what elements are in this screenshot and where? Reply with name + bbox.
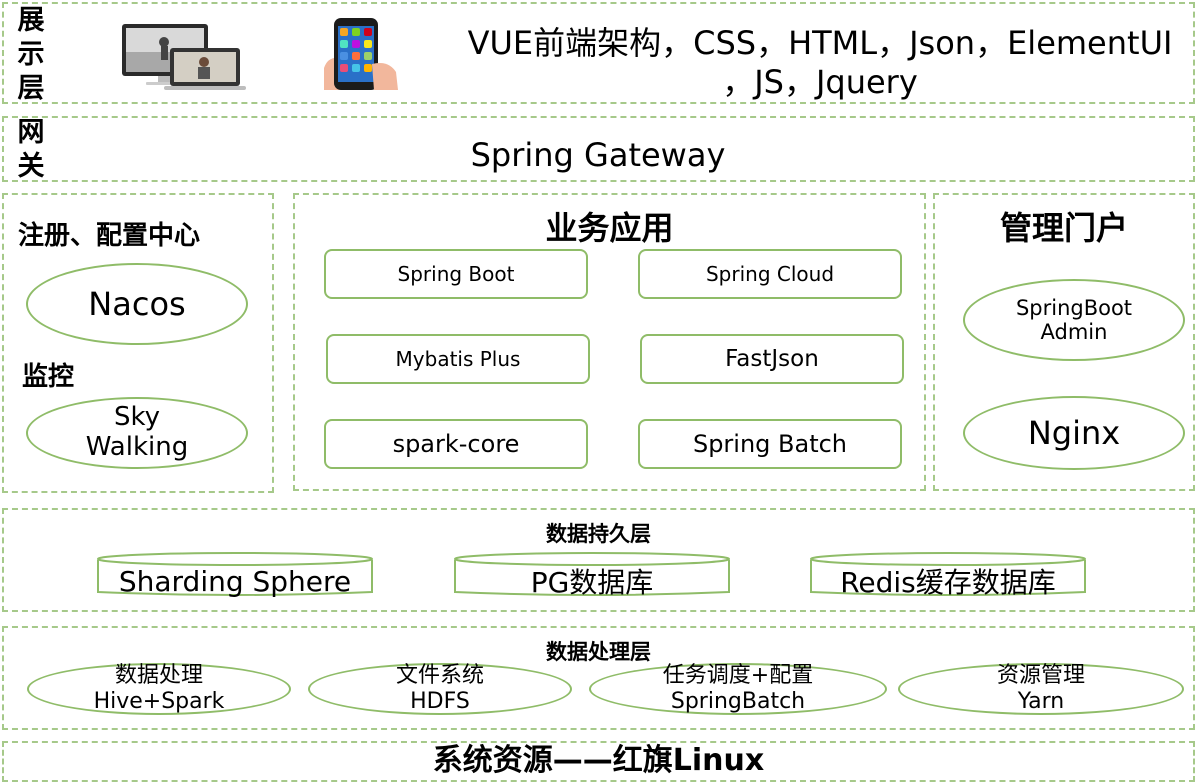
presentation-text-line1: VUE前端架构，CSS，HTML，Json，ElementUI: [467, 24, 1173, 62]
gateway-layer: [2, 116, 1195, 182]
yarn-node: 资源管理 Yarn: [898, 663, 1184, 715]
springbatch-scheduler-label: 任务调度+配置 SpringBatch: [662, 662, 814, 714]
spark-core-node: spark-core: [324, 419, 588, 469]
system-resource-layer: [2, 741, 1195, 782]
desktop-laptop-icon: [118, 22, 248, 92]
gateway-text: Spring Gateway: [470, 136, 726, 174]
sharding-sphere-db: Sharding Sphere: [96, 550, 374, 598]
redis-db-label: Redis缓存数据库: [840, 566, 1056, 599]
registry-title: 注册、配置中心: [18, 221, 201, 251]
pg-db: PG数据库: [453, 550, 731, 599]
presentation-text-line2: ，JS，Jquery: [722, 63, 918, 101]
business-title: 业务应用: [545, 209, 674, 247]
presentation-layer-label: 展 示 层: [14, 4, 48, 106]
yarn-label: 资源管理 Yarn: [996, 662, 1085, 714]
label-char: 示: [17, 39, 45, 70]
system-resource-text: 系统资源——红旗Linux: [432, 743, 765, 778]
portal-title: 管理门户: [999, 209, 1128, 247]
presentation-layer: [2, 2, 1195, 104]
label-char: 关: [17, 151, 45, 182]
hdfs-label: 文件系统 HDFS: [395, 662, 484, 714]
nacos-label: Nacos: [88, 284, 186, 323]
presentation-tech-text: VUE前端架构，CSS，HTML，Json，ElementUI ，JS，Jque…: [462, 24, 1178, 102]
sharding-sphere-label: Sharding Sphere: [118, 564, 352, 598]
springboot-admin-node: SpringBoot Admin: [963, 279, 1185, 361]
processing-title: 数据处理层: [546, 640, 651, 664]
label-char: 网: [17, 117, 45, 148]
processing-layer: [2, 626, 1195, 730]
registry-monitor-box: [2, 193, 274, 493]
persistence-title: 数据持久层: [546, 522, 651, 546]
gateway-layer-label: 网 关: [14, 116, 48, 184]
hive-spark-node: 数据处理 Hive+Spark: [27, 663, 291, 715]
pg-db-label: PG数据库: [530, 566, 654, 599]
label-char: 层: [17, 73, 45, 104]
fastjson-node: FastJson: [640, 334, 904, 384]
skywalking-node: Sky Walking: [26, 397, 248, 469]
label-char: 展: [17, 5, 45, 36]
persistence-layer: [2, 508, 1195, 612]
hive-spark-label: 数据处理 Hive+Spark: [93, 662, 225, 714]
spring-batch-node: Spring Batch: [638, 419, 902, 469]
hdfs-node: 文件系统 HDFS: [308, 663, 572, 715]
nginx-label: Nginx: [1027, 413, 1121, 452]
spring-cloud-node: Spring Cloud: [638, 249, 902, 299]
springbatch-scheduler-node: 任务调度+配置 SpringBatch: [589, 663, 887, 715]
monitor-title: 监控: [22, 362, 75, 392]
redis-db: Redis缓存数据库: [809, 550, 1087, 599]
nacos-node: Nacos: [26, 263, 248, 345]
management-portal-box: [933, 193, 1195, 491]
business-app-box: [293, 193, 926, 491]
spring-boot-node: Spring Boot: [324, 249, 588, 299]
nginx-node: Nginx: [963, 396, 1185, 470]
mybatis-plus-node: Mybatis Plus: [326, 334, 590, 384]
skywalking-label: Sky Walking: [85, 402, 189, 462]
springboot-admin-label: SpringBoot Admin: [1015, 295, 1133, 344]
smartphone-apps-icon: [322, 16, 402, 92]
